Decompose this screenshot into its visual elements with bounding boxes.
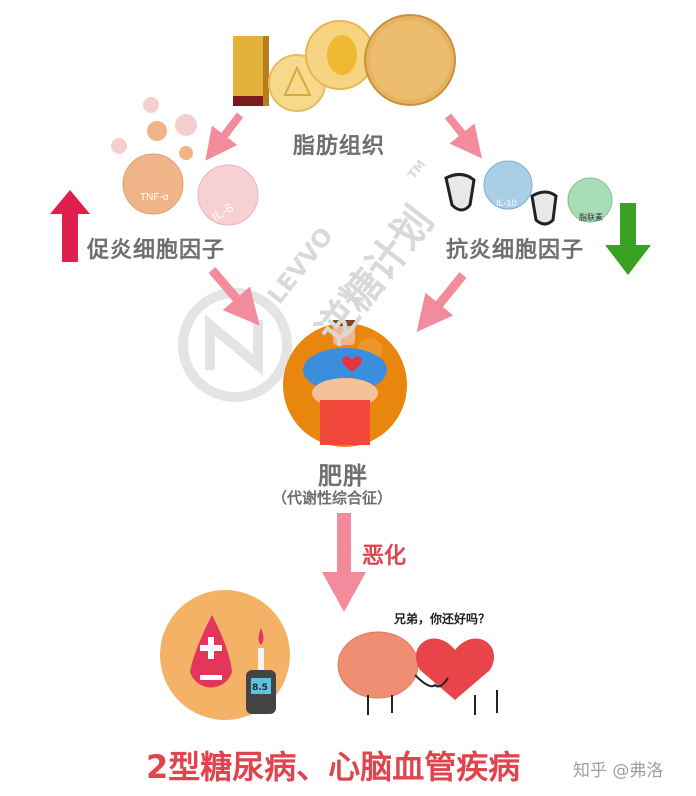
speech-bubble-text: 兄弟，你还好吗？ bbox=[394, 612, 491, 626]
trend-up-arrow-icon bbox=[50, 190, 90, 262]
adipose-tissue-label: 脂肪组织 bbox=[293, 134, 386, 159]
adipose-tissue-icon bbox=[233, 14, 456, 112]
glucose-meter-value: 8.5 bbox=[252, 683, 268, 693]
arrow-tissue-to-pro bbox=[205, 112, 244, 161]
outcome-label: 2型糖尿病、心脑血管疾病 bbox=[146, 748, 521, 786]
credit-text: 知乎 @弗洛 bbox=[573, 761, 664, 781]
diabetes-icon: 8.5 bbox=[160, 590, 290, 720]
anti-inflammatory-cells-icon: IL-10 脂联素 bbox=[444, 160, 613, 226]
brain-heart-icon bbox=[337, 631, 498, 715]
obese-person-icon bbox=[283, 320, 407, 447]
arrow-tissue-to-anti bbox=[444, 113, 482, 159]
arrow-pro-to-obesity bbox=[208, 267, 260, 326]
pro-inflammatory-label: 促炎细胞因子 bbox=[87, 238, 226, 263]
obesity-sublabel: （代谢性综合征） bbox=[272, 489, 393, 507]
worsen-label: 恶化 bbox=[362, 544, 407, 569]
arrow-worsen-down bbox=[322, 513, 366, 612]
pro-inflammatory-cells-icon: TNF-α IL-6 bbox=[111, 97, 259, 226]
il10-label: IL-10 bbox=[496, 198, 517, 208]
watermark-logo-icon bbox=[178, 288, 292, 402]
anti-inflammatory-label: 抗炎细胞因子 bbox=[446, 238, 585, 263]
tnf-alpha-label: TNF-α bbox=[140, 192, 169, 203]
adiponectin-label: 脂联素 bbox=[579, 212, 603, 222]
trend-down-arrow-icon bbox=[605, 203, 651, 275]
arrow-anti-to-obesity bbox=[416, 272, 467, 332]
obesity-label: 肥胖 bbox=[318, 462, 368, 490]
